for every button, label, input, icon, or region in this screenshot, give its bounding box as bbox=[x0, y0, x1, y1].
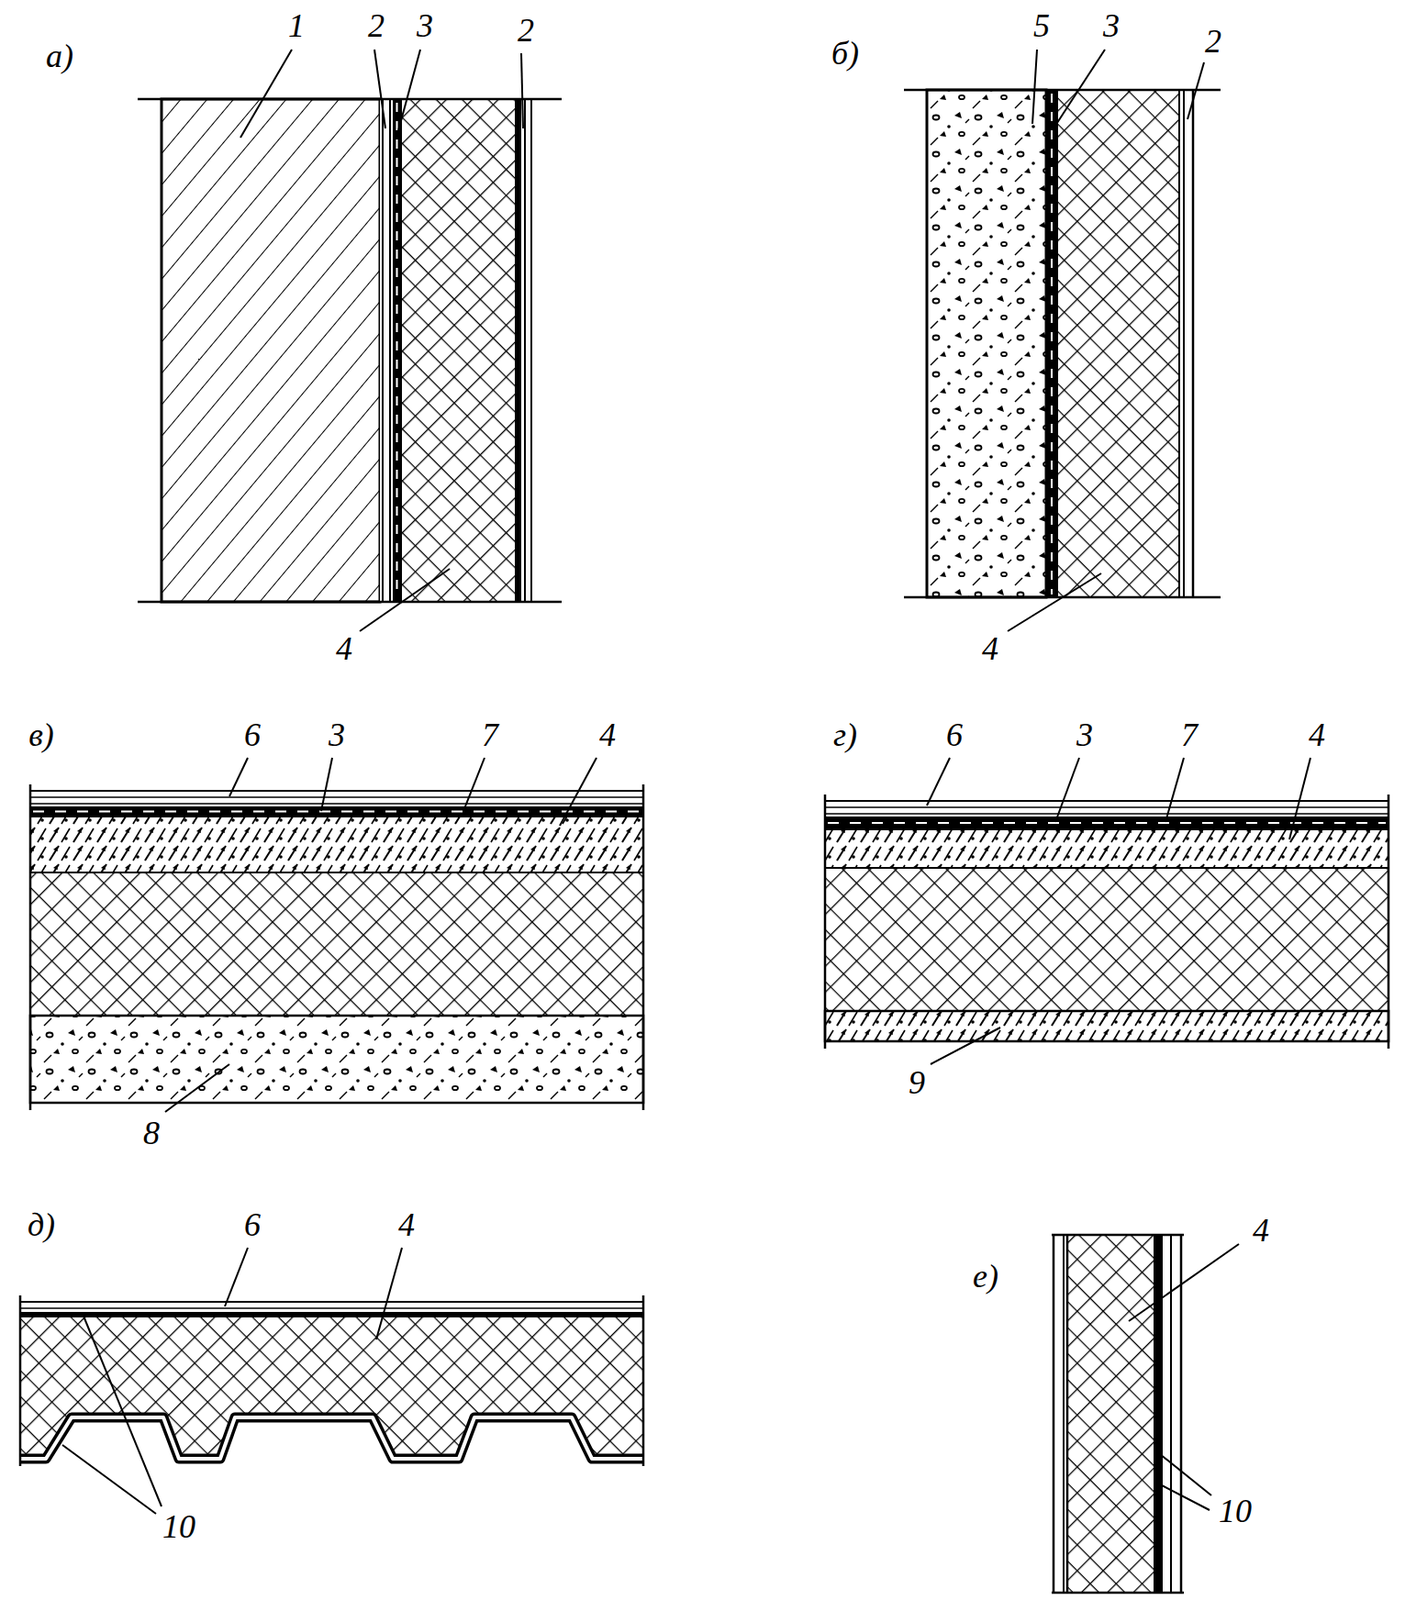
callout-number: 2 bbox=[517, 13, 535, 47]
callout-number: 3 bbox=[1076, 718, 1093, 752]
callout-number: е) bbox=[972, 1260, 999, 1294]
callout-number: 4 bbox=[398, 1208, 415, 1242]
callout-number: 3 bbox=[1103, 9, 1120, 43]
callout-number: 6 bbox=[244, 1208, 261, 1242]
callout-number: 10 bbox=[162, 1510, 196, 1544]
callout-number: 8 bbox=[143, 1116, 160, 1150]
wall-section-a bbox=[137, 99, 562, 603]
callout-number: 2 bbox=[367, 9, 385, 43]
roof-section-g bbox=[825, 794, 1389, 1049]
callout-number: 4 bbox=[1252, 1214, 1270, 1248]
callout-number: 5 bbox=[1033, 9, 1050, 43]
callout-number: б) bbox=[831, 36, 859, 70]
wall-section-b bbox=[903, 89, 1221, 598]
callout-number: а) bbox=[45, 39, 74, 73]
callout-number: 6 bbox=[946, 718, 963, 752]
roof-section-v bbox=[30, 784, 644, 1111]
roof-section-d bbox=[20, 1295, 644, 1467]
leader-lines bbox=[62, 49, 1311, 1515]
sandwich-panel-e bbox=[1051, 1235, 1184, 1594]
callout-number: 3 bbox=[416, 9, 434, 43]
callout-number: 7 bbox=[1181, 718, 1198, 752]
callout-number: 4 bbox=[1308, 718, 1326, 752]
callout-number: 4 bbox=[599, 718, 616, 752]
callout-number: 4 bbox=[335, 632, 353, 666]
callout-number: 7 bbox=[481, 718, 499, 752]
callout-number: 6 bbox=[244, 718, 261, 752]
callout-number: 3 bbox=[328, 718, 346, 752]
callout-number: 10 bbox=[1218, 1494, 1252, 1528]
callout-number: 1 bbox=[288, 9, 305, 43]
callout-number: 4 bbox=[981, 632, 999, 666]
callout-number: 9 bbox=[908, 1066, 926, 1100]
callout-number: 2 bbox=[1204, 24, 1222, 58]
callout-number: г) bbox=[833, 718, 858, 752]
callout-number: в) bbox=[28, 718, 55, 752]
callout-number: д) bbox=[27, 1208, 56, 1242]
